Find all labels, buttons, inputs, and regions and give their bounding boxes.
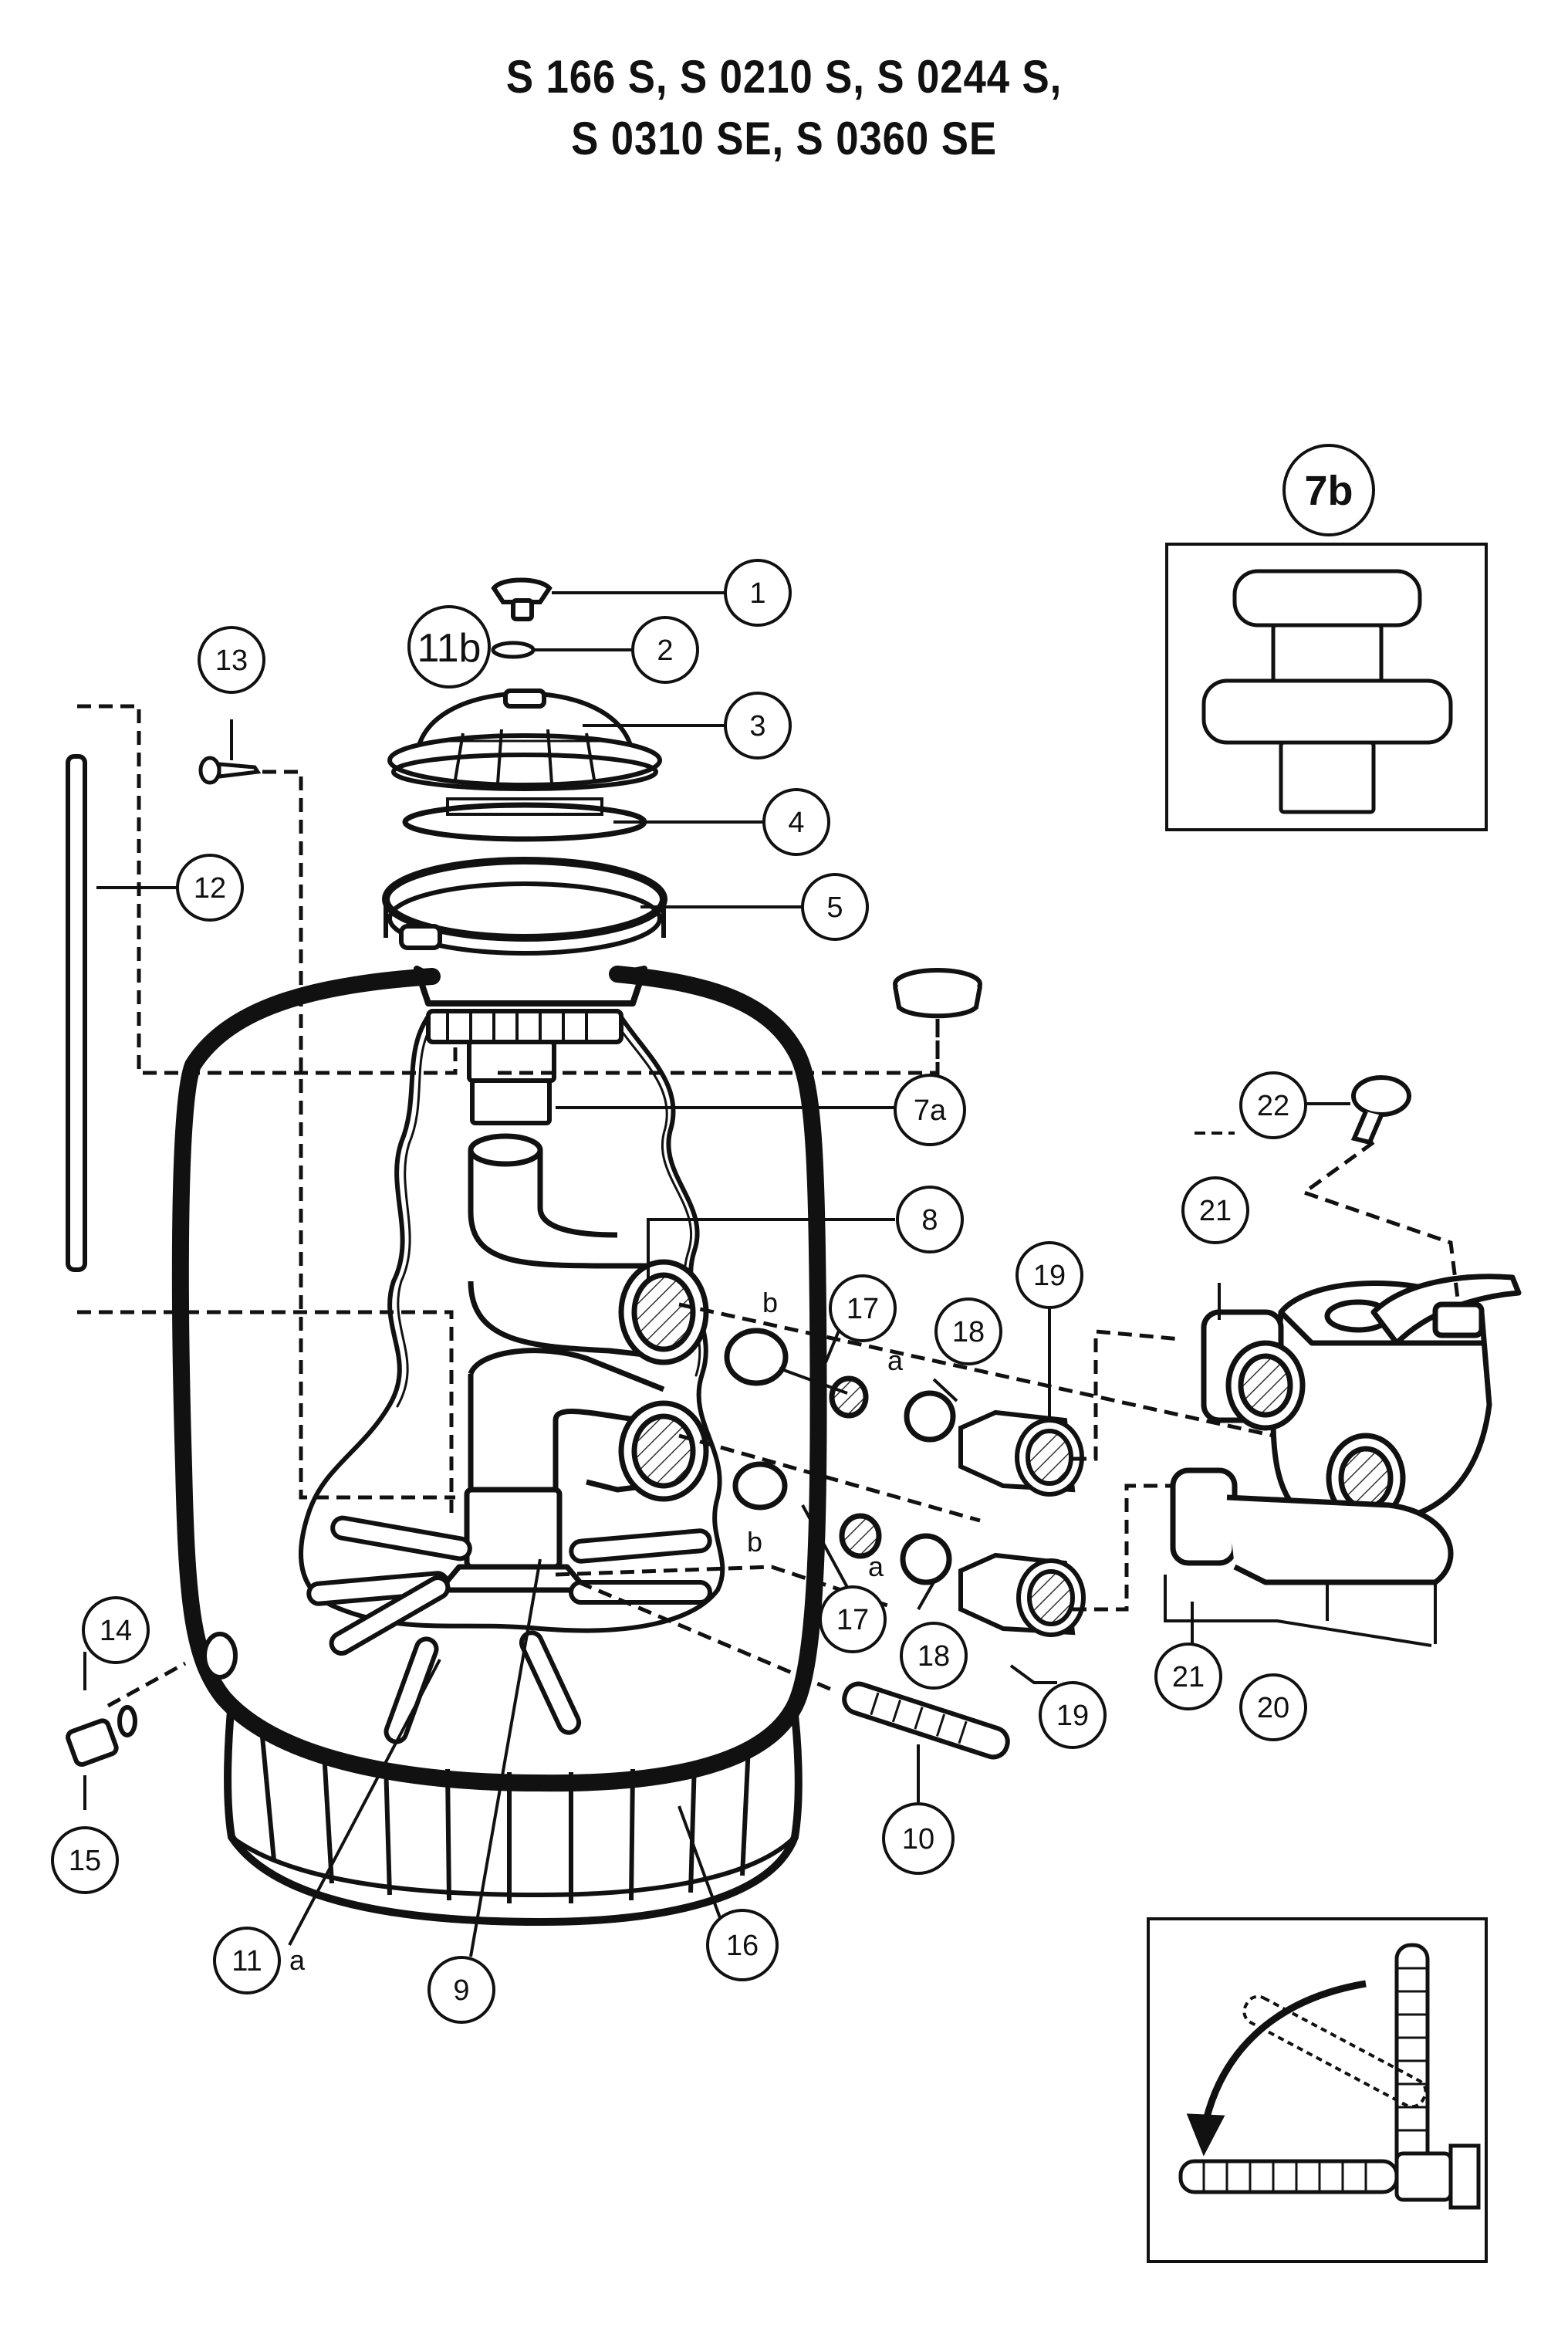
inset-7b (1165, 543, 1488, 831)
callout-4-label: 4 (788, 807, 804, 839)
callout-19-bottom-label: 19 (1056, 1700, 1089, 1732)
callout-7a: 7a (894, 1074, 966, 1146)
callout-20: 20 (1239, 1673, 1307, 1741)
tank-shell (171, 966, 827, 1792)
letter-a-bottom: a (868, 1551, 884, 1582)
callout-14: 14 (82, 1596, 150, 1664)
letter-a-11: a (289, 1944, 306, 1976)
diagram-title: S 166 S, S 0210 S, S 0244 S, S 0310 SE, … (94, 46, 1474, 170)
callout-1: 1 (724, 559, 792, 627)
multiport-valve (1170, 1274, 1522, 1585)
title-line-1: S 166 S, S 0210 S, S 0244 S, (505, 51, 1063, 103)
clamp-ring (382, 857, 667, 956)
letter-b-bottom: b (747, 1526, 762, 1558)
callout-18-bottom: 18 (900, 1622, 968, 1690)
drain-plug (66, 1632, 238, 1767)
callout-11b-label: 11b (417, 626, 482, 671)
vent-o-ring (491, 641, 536, 659)
callout-3: 3 (724, 692, 792, 760)
callout-16-label: 16 (726, 1930, 759, 1962)
callout-3-label: 3 (749, 710, 765, 743)
callout-14-label: 14 (100, 1615, 132, 1647)
callout-21-bottom-label: 21 (1172, 1661, 1205, 1693)
callout-22: 22 (1239, 1071, 1307, 1139)
callout-18-bottom-label: 18 (917, 1640, 950, 1673)
inset-lateral-assembly (1147, 1917, 1488, 2263)
callout-20-label: 20 (1257, 1692, 1289, 1724)
callout-8-label: 8 (921, 1204, 938, 1237)
callout-15: 15 (51, 1826, 119, 1894)
diffuser-cap (893, 968, 982, 1019)
callout-7b-label: 7b (1304, 468, 1353, 514)
callout-17-bottom: 17 (819, 1585, 887, 1653)
tank-neck (414, 966, 647, 1006)
callout-15-label: 15 (69, 1845, 101, 1877)
spare-lateral (842, 1681, 1010, 1760)
callout-12: 12 (176, 854, 244, 922)
leader-lines (83, 591, 1437, 1957)
dashed-guide-lines (77, 704, 1461, 1708)
vent-knob (491, 577, 553, 621)
callout-11a: 11 (213, 1927, 281, 1994)
callout-7b: 7b (1282, 444, 1375, 536)
callout-5: 5 (801, 873, 869, 941)
filter-base-stand (224, 1701, 803, 1926)
callout-19-top-label: 19 (1033, 1260, 1066, 1292)
callout-21-bottom: 21 (1154, 1643, 1222, 1710)
callout-13: 13 (198, 626, 265, 694)
upper-pipe (468, 1133, 709, 1365)
callout-8: 8 (896, 1186, 964, 1253)
callout-19-bottom: 19 (1039, 1681, 1107, 1749)
callout-18-top: 18 (934, 1297, 1002, 1365)
callout-11a-label: 11 (231, 1945, 262, 1977)
callout-22-label: 22 (1257, 1090, 1289, 1122)
callout-2: 2 (631, 616, 699, 684)
callout-2-label: 2 (657, 634, 673, 667)
callout-19-top: 19 (1015, 1241, 1083, 1309)
callout-10-label: 10 (902, 1823, 934, 1856)
callout-21-top: 21 (1181, 1176, 1249, 1244)
callout-13-label: 13 (215, 644, 248, 677)
letter-a-top: a (887, 1345, 904, 1376)
callout-11b: 11b (407, 605, 491, 688)
collector-laterals (306, 1515, 712, 1744)
cover-seal-ring (402, 802, 647, 842)
callout-12-label: 12 (194, 872, 226, 905)
callout-21-top-label: 21 (1199, 1195, 1232, 1227)
pressure-gauge (1350, 1075, 1411, 1145)
sub-letters: b a b a a (289, 1287, 904, 1976)
union-fittings (958, 1409, 1086, 1637)
lower-pipe (437, 1348, 709, 1593)
callout-5-label: 5 (826, 891, 843, 924)
cutaway-edge (299, 1009, 725, 1633)
callout-9: 9 (427, 1956, 495, 2024)
union-o-rings (724, 1328, 956, 1585)
callout-17-top: 17 (829, 1274, 897, 1342)
filter-cover-dome (387, 688, 662, 816)
callout-16: 16 (706, 1909, 779, 1981)
callouts: 1 11b 2 3 4 5 7a 7b 8 9 10 11 12 13 14 1… (51, 444, 1375, 2024)
callout-7a-label: 7a (914, 1094, 947, 1127)
screw (198, 756, 262, 785)
callout-17-top-label: 17 (847, 1293, 879, 1325)
callout-1-label: 1 (749, 577, 765, 610)
callout-4: 4 (762, 788, 830, 856)
callout-9-label: 9 (453, 1974, 469, 2007)
callout-17-bottom-label: 17 (836, 1604, 869, 1636)
callout-18-top-label: 18 (952, 1316, 985, 1348)
callout-10: 10 (882, 1802, 955, 1875)
standpipe-rod (66, 754, 87, 1272)
letter-b-top: b (762, 1287, 778, 1318)
title-line-2: S 0310 SE, S 0360 SE (571, 113, 997, 164)
